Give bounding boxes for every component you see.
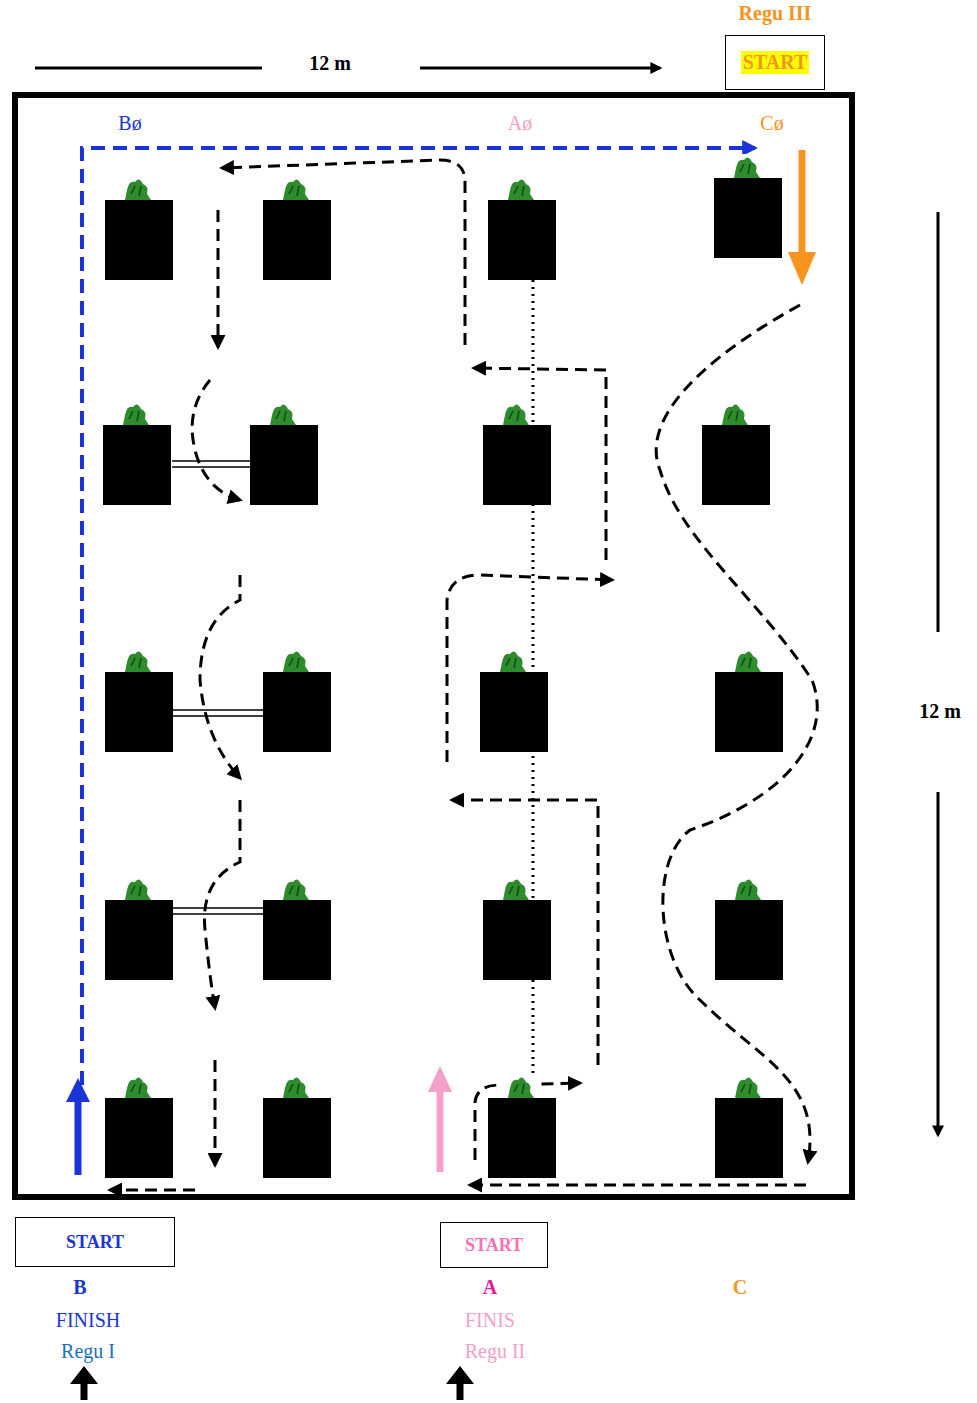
plant-pot <box>702 401 770 505</box>
route-label: A <box>480 1276 500 1299</box>
plant-pot <box>103 401 171 505</box>
plant-pot <box>105 648 173 752</box>
start-arrows <box>66 150 816 1400</box>
plant-pot <box>715 648 783 752</box>
plant-pot <box>263 176 331 280</box>
route-label: Aø <box>505 112 535 135</box>
route-line <box>82 148 755 1085</box>
plant-pot <box>105 176 173 280</box>
dimension-line <box>35 67 262 70</box>
plant-pot <box>715 876 783 980</box>
route-label: Regu II <box>462 1340 529 1363</box>
plant-pot <box>488 176 556 280</box>
plant-pot <box>488 1074 556 1178</box>
plant-pot <box>105 1074 173 1178</box>
route-label: Cø <box>757 112 786 135</box>
dimension-line <box>420 67 660 70</box>
plant-pot <box>483 401 551 505</box>
plant-pot <box>105 876 173 980</box>
plant-pots <box>103 154 783 1178</box>
route-label: B <box>70 1276 89 1299</box>
start-label: START <box>66 1232 124 1253</box>
start-box: START <box>440 1222 548 1268</box>
route-label: C <box>730 1276 750 1299</box>
start-label: START <box>741 51 810 74</box>
team-heading: Regu III <box>739 2 812 25</box>
plant-pot <box>263 648 331 752</box>
route-label: Regu I <box>58 1340 118 1363</box>
start-label: START <box>465 1235 523 1256</box>
route-label: FINIS <box>462 1309 518 1332</box>
plant-pot <box>480 648 548 752</box>
field-border <box>15 95 852 1197</box>
plant-pot <box>263 876 331 980</box>
dimension-label: 12 m <box>916 700 964 723</box>
route-dashes <box>110 160 817 1190</box>
dimension-label: 12 m <box>306 52 354 75</box>
plant-pot <box>263 1074 331 1178</box>
route-label: FINISH <box>53 1309 123 1332</box>
dimension-line <box>937 212 940 632</box>
plant-pot <box>250 401 318 505</box>
route-label: Bø <box>115 112 144 135</box>
dimension-line <box>937 792 940 1135</box>
plant-pot <box>715 1074 783 1178</box>
start-box: START <box>15 1217 175 1267</box>
start-box: Regu IIISTART <box>725 35 825 90</box>
plant-pot <box>714 154 782 258</box>
bridge-bars <box>172 461 263 914</box>
plant-pot <box>483 876 551 980</box>
